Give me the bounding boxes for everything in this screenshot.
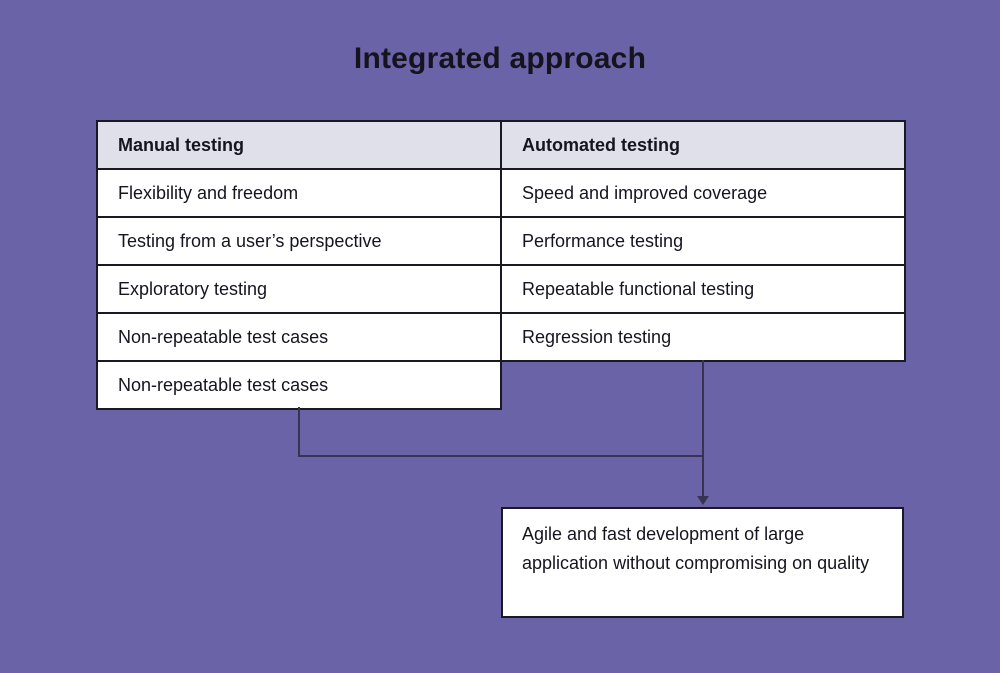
table-row: Non-repeatable test cases [96,360,905,410]
cell-manual-1: Flexibility and freedom [96,168,502,218]
cell-manual-4: Non-repeatable test cases [96,312,502,362]
table-row: Flexibility and freedom Speed and improv… [96,168,906,218]
result-box: Agile and fast development of large appl… [501,507,904,618]
table-row: Non-repeatable test cases Regression tes… [96,312,906,362]
page-title: Integrated approach [353,42,647,75]
cell-automated-2: Performance testing [500,216,906,266]
header-row: Manual testing Automated testing [96,120,906,170]
cell-manual-2: Testing from a user’s perspective [96,216,502,266]
arrow-down-icon [697,496,709,505]
column-header-automated-testing: Automated testing [500,120,906,170]
comparison-table: Manual testing Automated testing Flexibi… [96,120,906,410]
connector-horizontal-line [298,455,704,457]
connector-left-vertical-line [298,407,300,457]
cell-automated-1: Speed and improved coverage [500,168,906,218]
table-header: Manual testing Automated testing [96,120,906,170]
column-header-manual-testing: Manual testing [96,120,502,170]
cell-manual-5: Non-repeatable test cases [96,360,502,410]
cell-automated-4: Regression testing [500,312,906,362]
connector-right-vertical-line [702,360,704,497]
table-row: Testing from a user’s perspective Perfor… [96,216,906,266]
table-row: Exploratory testing Repeatable functiona… [96,264,906,314]
cell-automated-3: Repeatable functional testing [500,264,906,314]
cell-manual-3: Exploratory testing [96,264,502,314]
